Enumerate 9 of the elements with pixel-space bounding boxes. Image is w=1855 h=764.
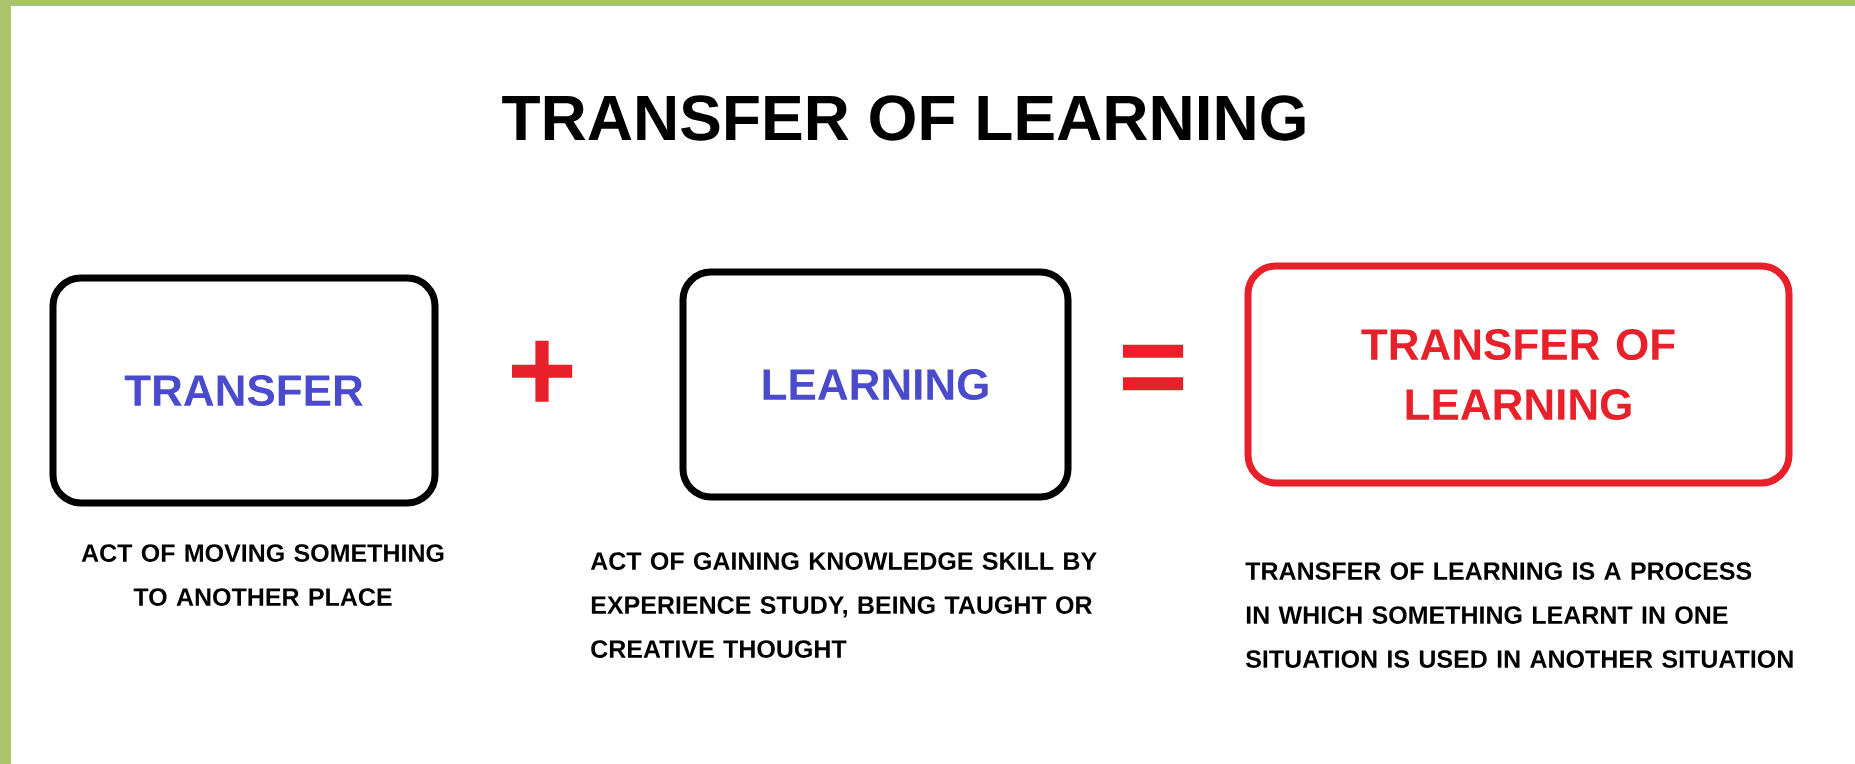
title: TRANSFER OF LEARNING — [502, 95, 1305, 141]
operator-sign: = — [1122, 344, 1184, 391]
caption-text: ACT OF GAINING KNOWLEDGE SKILL BY EXPERIENCE STUDY, BEING TAUGHT OR CREATIVE THOUGHT — [590, 552, 1097, 658]
caption-text: ACT OF MOVING SOMETHING TO ANOTHER PLACE — [81, 544, 444, 606]
text-box: TRANSFER OF LEARNING — [1244, 262, 1793, 487]
operator-sign: + — [512, 340, 573, 402]
text-box: LEARNING — [679, 268, 1072, 501]
caption-text: TRANSFER OF LEARNING IS A PROCESS IN WHICH SOMETHING LEARNT IN ONE SITUATION IS USED IN ANOTHER SITUATION — [1245, 562, 1793, 668]
text-box: TRANSFER — [49, 274, 439, 507]
